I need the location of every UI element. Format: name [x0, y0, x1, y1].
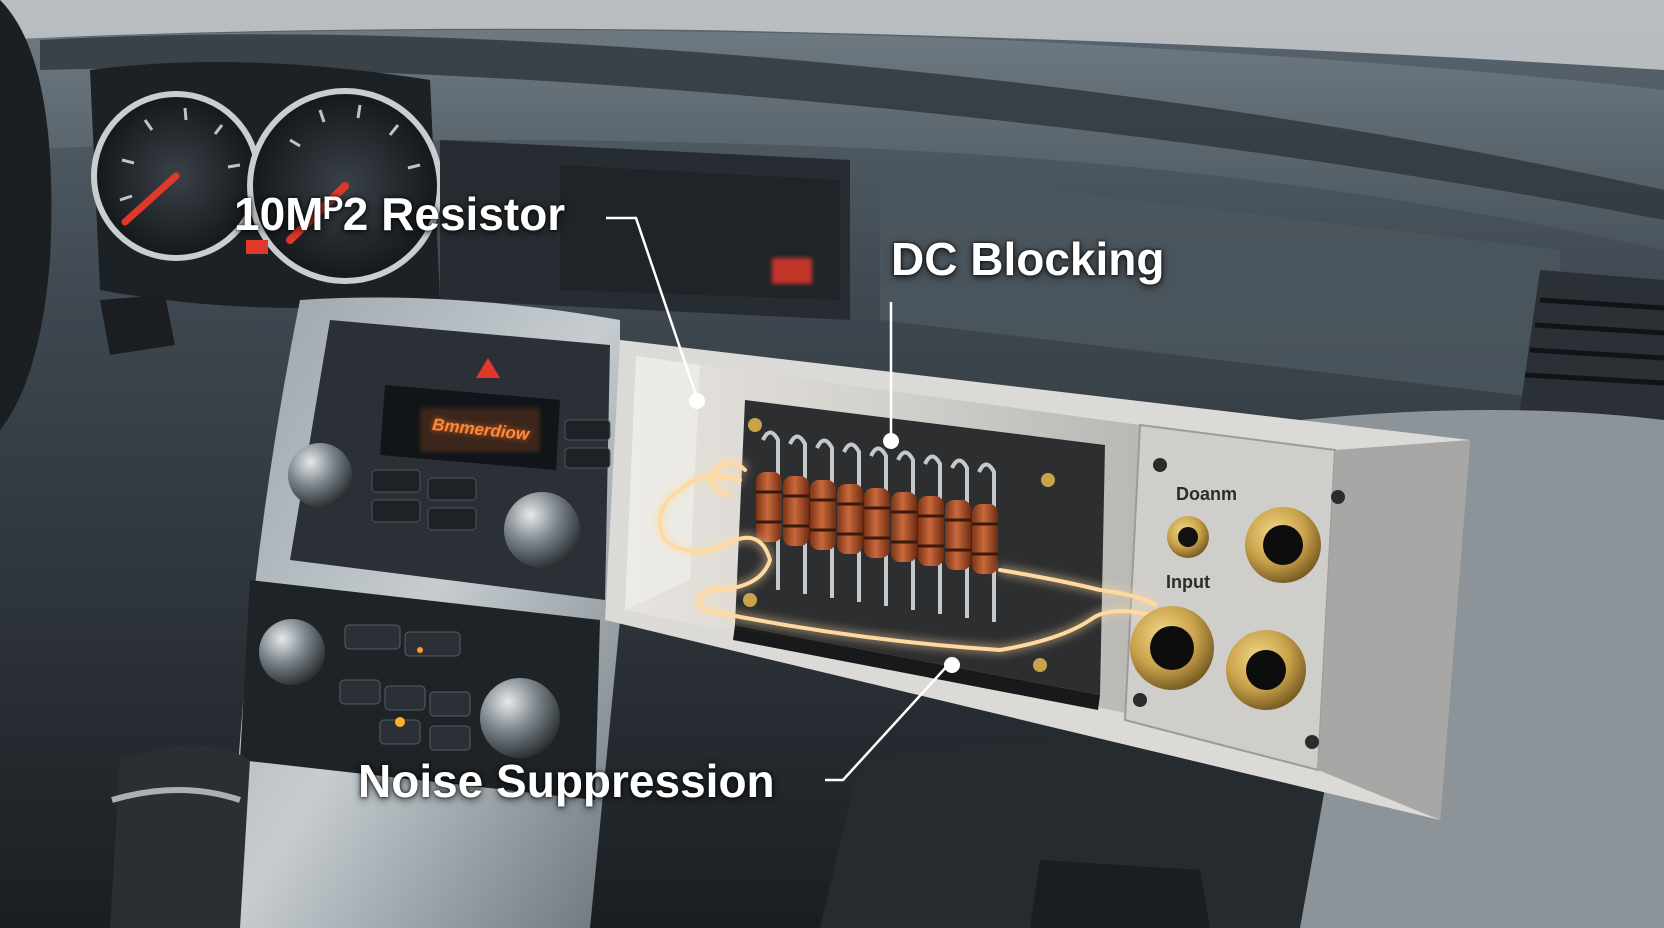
- climate-knob-right: [480, 678, 560, 758]
- rca-jack-large-bottom: [1226, 630, 1306, 710]
- rca-jack-input: [1130, 606, 1214, 690]
- dc-blocking-callout-label: DC Blocking: [891, 233, 1165, 285]
- rca-jack-large-top: [1245, 507, 1321, 583]
- steering-wheel: [0, 0, 52, 430]
- wiper-stalk: [100, 295, 175, 355]
- resistor-callout-dot: [689, 393, 705, 409]
- air-vent: [1520, 270, 1664, 430]
- input-port-label: Input: [1166, 572, 1210, 592]
- hazard-warning-icon: [476, 358, 500, 378]
- dc-blocking-callout-dot: [883, 433, 899, 449]
- noise-callout-dot: [944, 657, 960, 673]
- instrument-cluster: [90, 62, 443, 308]
- rca-jack-small-top: [1167, 516, 1209, 558]
- volume-knob: [288, 443, 352, 507]
- glowing-trace: [658, 460, 1157, 653]
- gear-shifter: [110, 745, 250, 928]
- noise-suppression-callout-label: Noise Suppression: [358, 755, 775, 807]
- climate-knob-left: [259, 619, 325, 685]
- resistor-callout-label: 10Mᴾ2 Resistor: [234, 188, 566, 240]
- resistor-array: [756, 430, 998, 622]
- tuning-knob: [504, 492, 580, 568]
- cutaway-module: [605, 340, 1470, 820]
- top-port-label: Doanm: [1176, 484, 1238, 504]
